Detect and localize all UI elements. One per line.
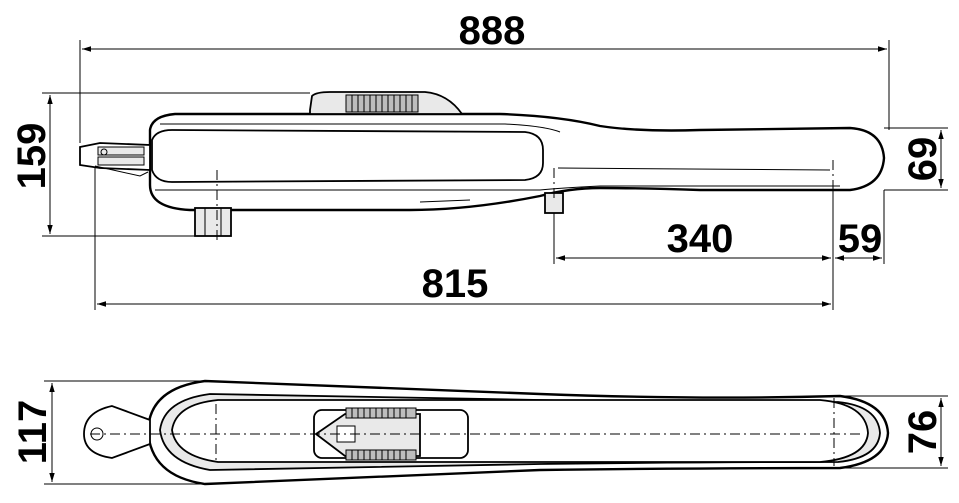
side-detail-line <box>419 199 471 203</box>
dim-340-label: 340 <box>667 217 734 261</box>
side-front-pin <box>194 207 232 237</box>
side-dimensions: 888 159 69 340 59 815 <box>10 9 948 310</box>
top-handle-grip <box>314 413 421 457</box>
top-cover <box>171 399 869 463</box>
side-bracket-brace <box>94 165 149 177</box>
dim-59-label: 59 <box>838 217 883 261</box>
dim-76-label: 76 <box>901 410 945 455</box>
side-bracket-pin <box>100 148 108 156</box>
top-dimensions: 117 76 <box>11 380 948 485</box>
top-front-bracket <box>83 405 151 459</box>
side-handle-ribs <box>345 94 419 113</box>
top-handle-ribs <box>345 407 417 461</box>
dim-69-label: 69 <box>901 137 945 182</box>
side-bracket-plate <box>97 146 145 156</box>
side-bracket-plate-2 <box>97 156 145 166</box>
dim-815-label: 815 <box>422 262 489 306</box>
side-mid-line <box>557 167 831 171</box>
dim-159-label: 159 <box>10 123 54 190</box>
side-top-line <box>160 123 561 133</box>
dim-117-label: 117 <box>11 400 55 465</box>
dim-888-label: 888 <box>459 9 526 53</box>
side-view <box>79 91 886 240</box>
side-front-pin-core <box>204 207 222 237</box>
side-lower-line <box>155 185 840 191</box>
side-body-inner <box>151 129 544 183</box>
top-view <box>83 379 890 486</box>
